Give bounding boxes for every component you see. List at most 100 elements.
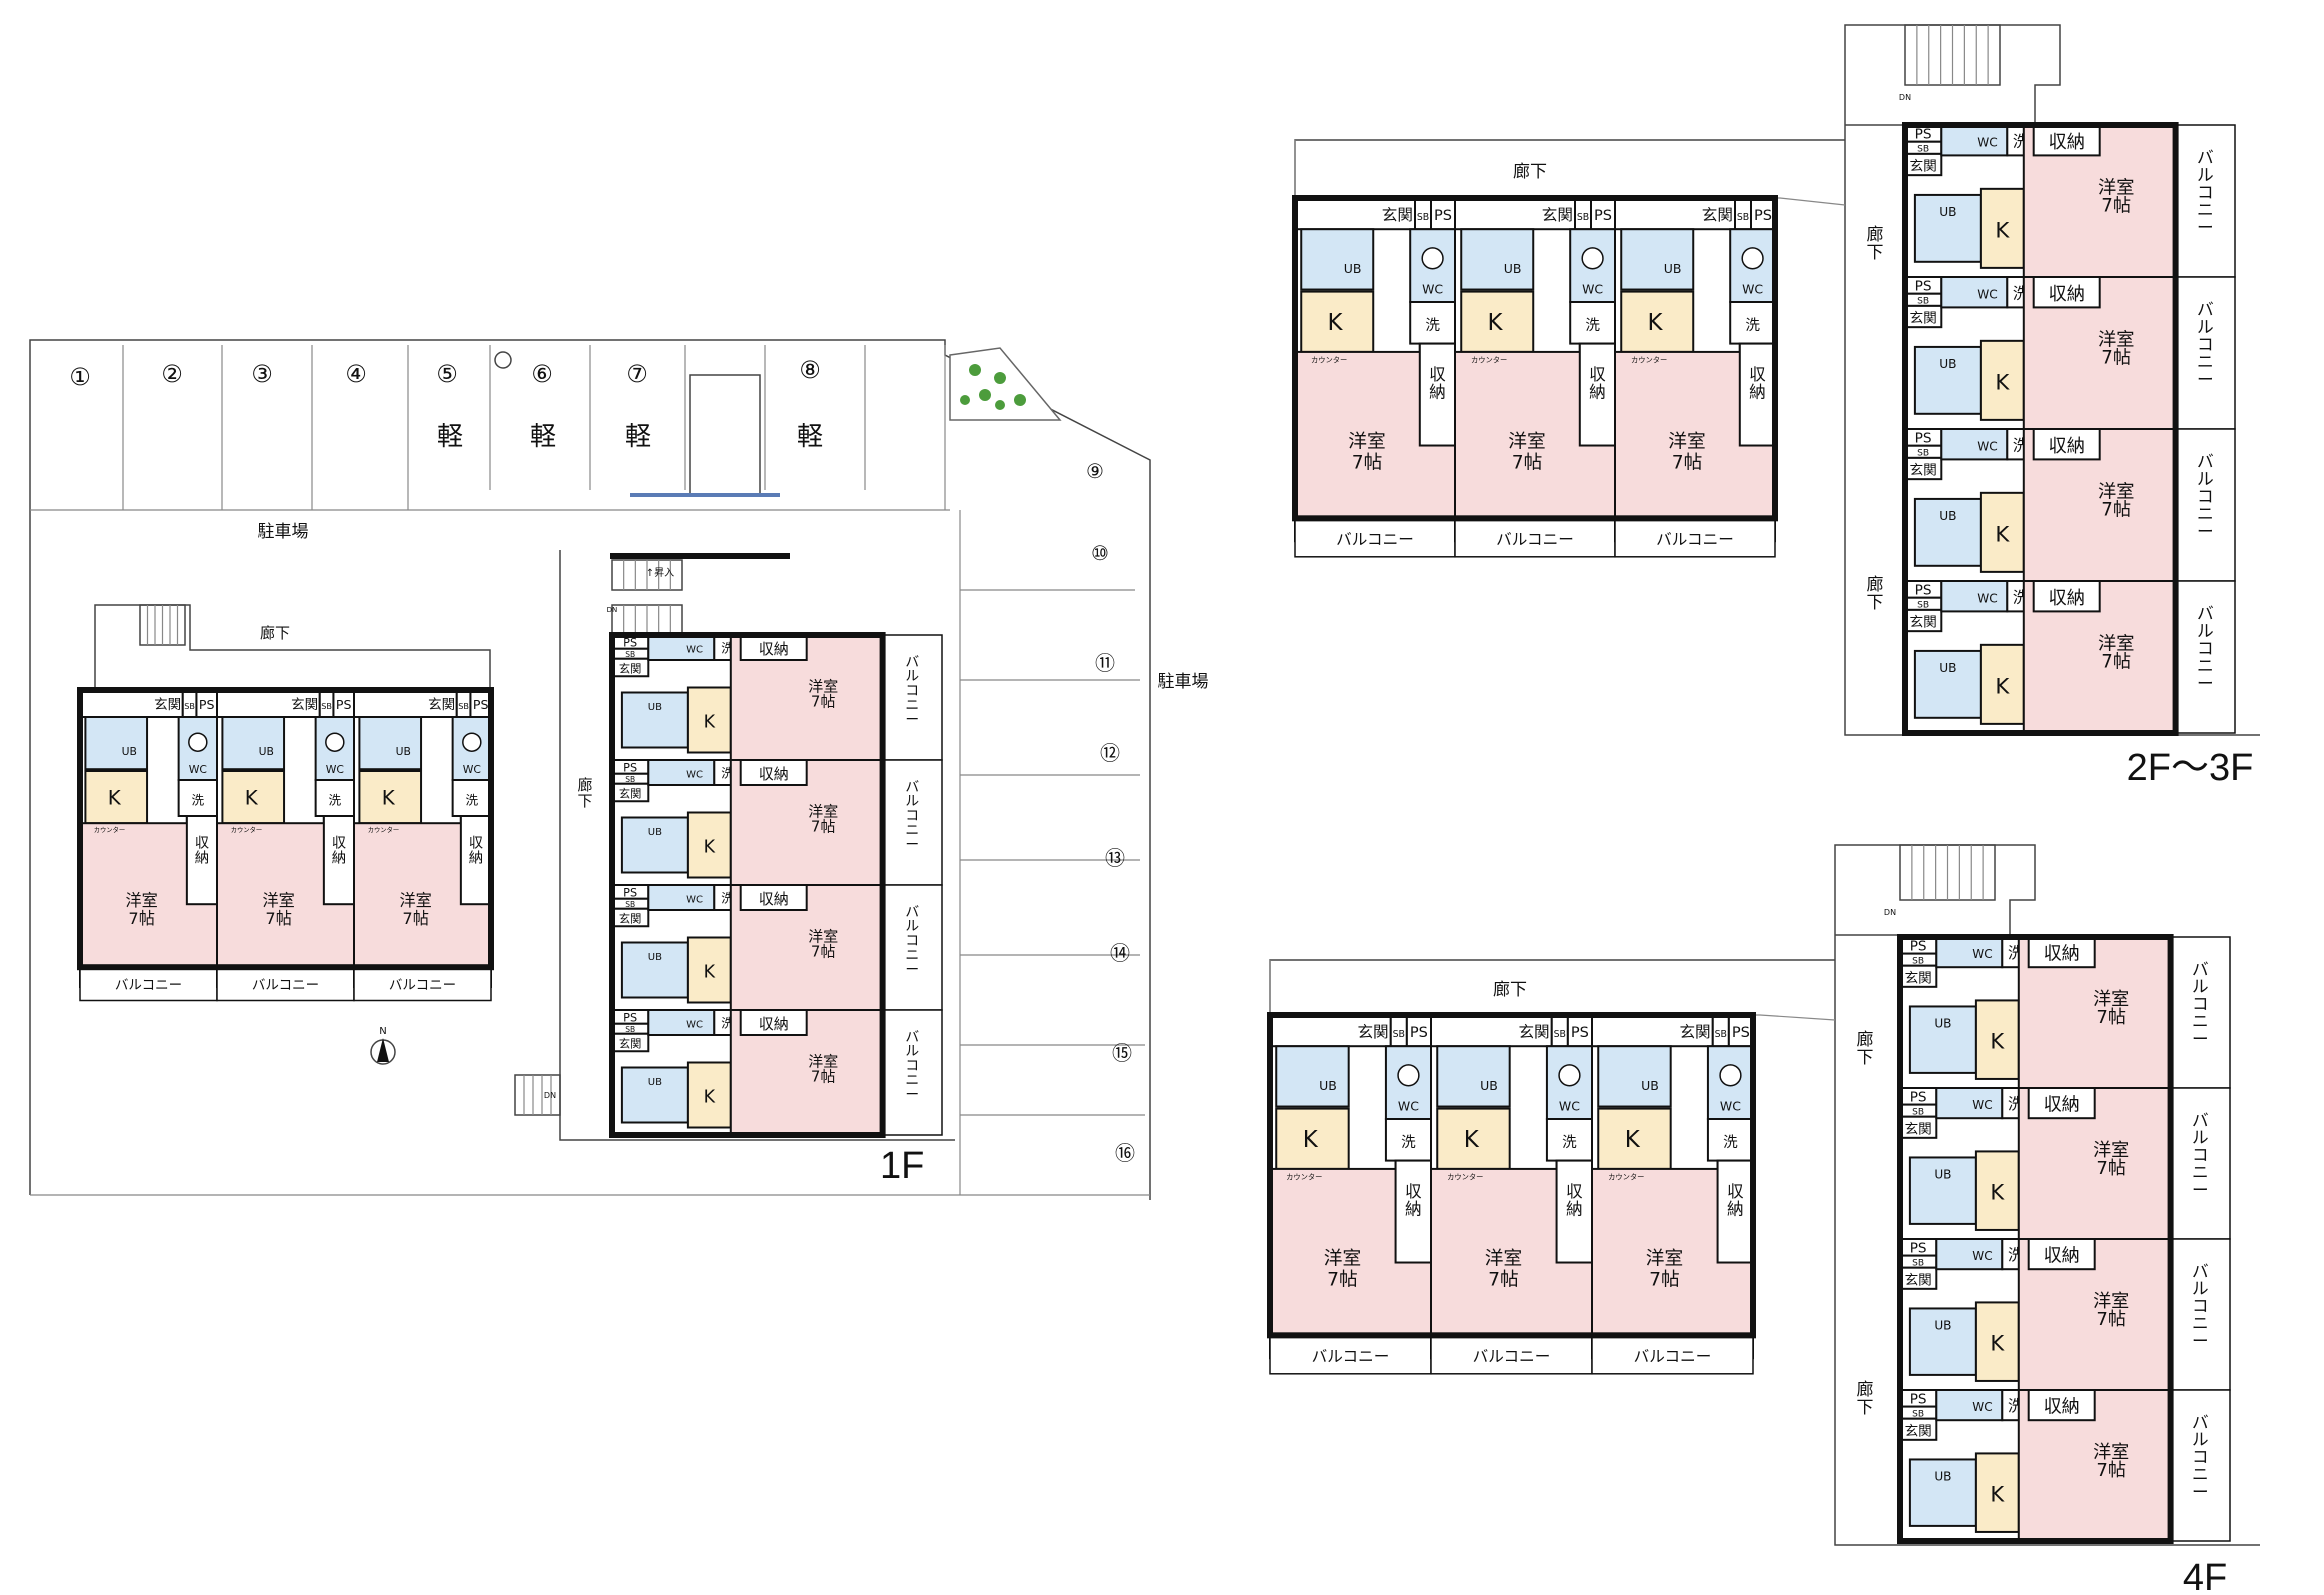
parking-space-6: ⑥ xyxy=(531,360,553,388)
entrance-label: 玄関 xyxy=(428,696,455,713)
kitchen-label: K xyxy=(1327,310,1343,336)
balcony-label-char: バ xyxy=(2192,1413,2209,1432)
ps-label: PS xyxy=(473,697,489,712)
storage-label: 収納 xyxy=(2048,284,2084,305)
entrance-label: 玄関 xyxy=(1357,1023,1388,1041)
corridor-label: 廊下 xyxy=(577,776,592,810)
balcony-label-char: ニ xyxy=(2197,352,2214,372)
parking-dividers-right xyxy=(959,510,1145,1195)
stairs-icon xyxy=(611,604,683,636)
ub-label: UB xyxy=(648,952,662,963)
balcony-label-char: バ xyxy=(2197,451,2214,471)
counter-label: カウンター xyxy=(1311,355,1347,364)
ub-label: UB xyxy=(1934,1017,1951,1031)
sb-label: SB xyxy=(1737,212,1749,223)
corridor-label-char: 廊 xyxy=(1857,1380,1874,1400)
kitchen-label: K xyxy=(704,713,716,733)
units-2f-east: PSSB玄関WC洗収納UBK収納洋室7帖バルコニーPSSB玄関WC洗収納UBK収… xyxy=(1902,122,2236,736)
balcony-label-char: コ xyxy=(2197,486,2214,506)
balcony-label-char: ニ xyxy=(2197,656,2214,676)
stairs-icon xyxy=(514,1074,561,1116)
balcony-label-char: バ xyxy=(905,779,919,795)
apartment-unit: 玄関SBPSUBWCK洗収納収納カウンター洋室7帖バルコニー xyxy=(1430,1014,1594,1375)
balcony-label-char: バ xyxy=(905,654,919,670)
svg-text:N: N xyxy=(379,1026,386,1037)
sb-label: SB xyxy=(1417,212,1429,223)
ub-label: UB xyxy=(396,745,411,758)
ps-label: PS xyxy=(1571,1024,1589,1041)
corridor-label: 廊下 xyxy=(1513,162,1547,182)
ps-label: PS xyxy=(623,636,637,649)
apartment-unit: 玄関SBPSUBWCK洗収納収納カウンター洋室7帖バルコニー xyxy=(1614,197,1777,558)
light-car-label: 軽 xyxy=(797,422,823,452)
corridor-label-char: 下 xyxy=(577,792,592,810)
western-room-label: 洋室 xyxy=(399,891,431,910)
ub-label: UB xyxy=(1504,261,1522,276)
sb-label: SB xyxy=(625,650,635,659)
apartment-unit: PSSB玄関WC洗収納UBK収納洋室7帖バルコニー xyxy=(1904,276,2236,430)
balcony-label-char: ル xyxy=(905,669,919,685)
wc-label: WC xyxy=(463,763,481,776)
entrance-label: 玄関 xyxy=(1909,158,1936,175)
balcony-label: バルコニー xyxy=(115,978,182,994)
entrance-label: 玄関 xyxy=(154,696,181,713)
balcony-label-char: コ xyxy=(2192,995,2209,1014)
western-room-label: 洋室 xyxy=(2098,177,2134,198)
balcony-label-char: バ xyxy=(2192,1111,2209,1130)
sb-label: SB xyxy=(1393,1029,1405,1040)
balcony-label-char: ニ xyxy=(2197,504,2214,524)
balcony-label-char: ー xyxy=(905,962,919,978)
ub-label: UB xyxy=(122,745,137,758)
balcony-label-char: ー xyxy=(2192,1030,2209,1049)
western-room-label: 洋室 xyxy=(808,927,838,945)
storage-label-char: 収 xyxy=(1749,365,1766,384)
room-size-label: 7帖 xyxy=(2096,1007,2126,1028)
storage-label: 収納 xyxy=(759,890,789,908)
corridor-label-char: 下 xyxy=(1867,593,1884,613)
balcony-label-char: ニ xyxy=(2192,1314,2209,1333)
dn-label: DN xyxy=(1899,93,1911,102)
parking-space-1: ① xyxy=(69,363,91,391)
storage-label: 収納 xyxy=(759,1015,789,1033)
western-room-label: 洋室 xyxy=(2098,329,2134,350)
parking-space-11: ⑪ xyxy=(1095,651,1115,675)
room-size-label: 7帖 xyxy=(1512,452,1543,473)
corridor-label-char: 廊 xyxy=(1867,575,1884,595)
balcony-label-char: コ xyxy=(905,683,919,699)
ps-label: PS xyxy=(623,886,637,899)
western-room-label: 洋室 xyxy=(1508,432,1545,453)
parking-numbers: ① ② ③ ④ ⑤ ⑥ ⑦ ⑧ ⑨ ⑩ ⑪ ⑫ ⑬ ⑭ ⑮ ⑯ xyxy=(69,356,1135,1165)
storage-label-char: 収 xyxy=(1589,365,1606,384)
gate-area xyxy=(689,374,761,496)
corridor-label: 廊下 xyxy=(1867,225,1884,263)
wc-label: WC xyxy=(1972,1249,1992,1263)
dn-label: DN xyxy=(607,606,618,614)
balcony-label: バルコニー xyxy=(905,1029,919,1103)
balcony-label-char: ル xyxy=(905,1044,919,1060)
apartment-unit: PSSB玄関WC洗収納UBK収納洋室7帖バルコニー xyxy=(611,884,943,1011)
entrance-label: 玄関 xyxy=(1905,1271,1932,1288)
balcony-label: バルコニー xyxy=(1496,530,1574,548)
units-1f-east: PSSB玄関WC洗収納UBK収納洋室7帖バルコニーPSSB玄関WC洗収納UBK収… xyxy=(609,632,943,1138)
storage-label: 収納 xyxy=(759,765,789,783)
floor-label-2f-3f: 2F～3F xyxy=(2127,747,2254,789)
kitchen-label: K xyxy=(1464,1127,1480,1153)
ps-label: PS xyxy=(1754,207,1772,224)
balcony-label-char: ル xyxy=(2197,317,2214,337)
entrance-label: 玄関 xyxy=(1909,462,1936,479)
washer-label: 洗 xyxy=(192,792,205,807)
parking-space-3: ③ xyxy=(251,360,273,388)
corridor-label-char: 廊 xyxy=(1857,1030,1874,1050)
room-size-label: 7帖 xyxy=(2101,348,2131,369)
balcony-label-char: ー xyxy=(905,837,919,853)
storage-label: 収納 xyxy=(1727,1182,1744,1218)
counter-label: カウンター xyxy=(1631,355,1667,364)
balcony-label-char: コ xyxy=(2192,1448,2209,1467)
entrance-label: 玄関 xyxy=(1382,206,1413,224)
room-size-label: 7帖 xyxy=(2096,1158,2126,1179)
ub-label: UB xyxy=(648,1077,662,1088)
balcony-label: バルコニー xyxy=(1312,1347,1390,1365)
entrance-label: 玄関 xyxy=(1679,1023,1710,1041)
balcony-label-char: ー xyxy=(2197,217,2214,237)
